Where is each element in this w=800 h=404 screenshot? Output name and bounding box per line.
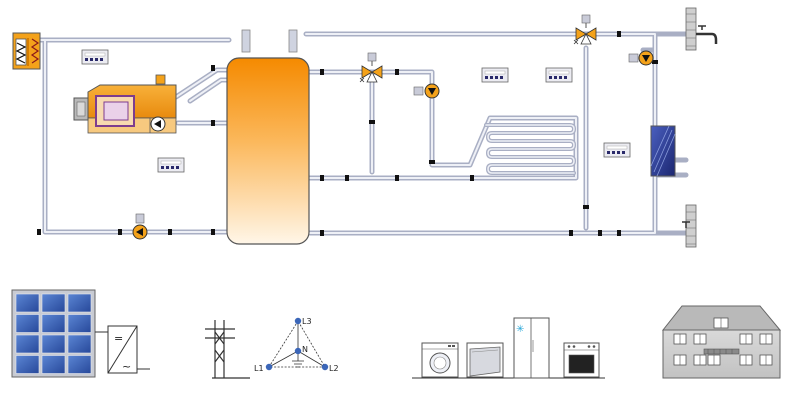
pv-cell xyxy=(67,355,92,374)
pipe-network xyxy=(37,31,689,236)
pump-group xyxy=(132,50,654,240)
three-way-valve-icon xyxy=(573,14,597,45)
fridge-icon: ✳ xyxy=(513,317,550,379)
controller-display-group xyxy=(81,49,631,173)
house-window xyxy=(693,354,707,366)
controller-display-icon xyxy=(545,67,573,83)
house-window xyxy=(739,354,753,366)
oven-icon xyxy=(563,342,600,378)
pv-cell xyxy=(15,293,40,313)
pv-cell xyxy=(15,355,40,374)
house-window xyxy=(759,333,773,345)
pipe-joints xyxy=(37,31,658,236)
inverter-ac-symbol: ~ xyxy=(122,360,131,373)
controller-display-icon xyxy=(603,142,631,158)
pv-cell xyxy=(41,334,66,354)
washing-machine-icon xyxy=(421,342,459,378)
phase-label-l3: L3 xyxy=(302,317,312,326)
valve-group xyxy=(359,14,597,83)
pump-icon xyxy=(150,116,166,132)
snowflake-icon: ✳ xyxy=(516,324,524,335)
pump-icon xyxy=(628,50,654,66)
house-window xyxy=(673,354,687,366)
water-inlet-icon xyxy=(682,221,690,228)
pv-panel-icon xyxy=(11,289,96,378)
pv-cell xyxy=(67,314,92,333)
pump-icon xyxy=(413,83,440,99)
house-window xyxy=(673,333,687,345)
phase-label-n: N xyxy=(302,345,308,354)
water-tap-icon xyxy=(696,25,718,44)
pv-cell xyxy=(41,314,66,333)
house-window xyxy=(707,354,721,366)
water-column xyxy=(685,7,697,248)
solar-collector-icon xyxy=(12,32,41,70)
power-pylon-icon xyxy=(205,320,250,379)
controller-display-icon xyxy=(481,67,509,83)
house-window xyxy=(739,333,753,345)
phase-label-l2: L2 xyxy=(329,364,339,373)
dishwasher-icon xyxy=(466,342,504,378)
phase-label-l1: L1 xyxy=(254,364,264,373)
pv-cell xyxy=(67,293,92,313)
pv-cell xyxy=(15,334,40,354)
pump-icon xyxy=(132,213,148,240)
floor-heating-icon xyxy=(484,123,576,175)
controller-display-icon xyxy=(81,49,109,65)
heat-exchanger-icon xyxy=(650,125,676,177)
buffer-tank-icon xyxy=(226,29,310,245)
pv-cell xyxy=(67,334,92,354)
house-window xyxy=(693,333,707,345)
pv-cell xyxy=(41,355,66,374)
house-icon xyxy=(661,305,782,379)
controller-display-icon xyxy=(157,157,185,173)
house-window xyxy=(759,354,773,366)
pv-cell xyxy=(15,314,40,333)
inverter-dc-symbol: = xyxy=(114,332,123,345)
three-way-valve-icon xyxy=(359,52,383,83)
three-phase-triangle-icon: L3 N L1 L2 xyxy=(254,317,339,373)
inverter-icon: = ~ xyxy=(95,325,150,374)
pv-cell xyxy=(41,293,66,313)
